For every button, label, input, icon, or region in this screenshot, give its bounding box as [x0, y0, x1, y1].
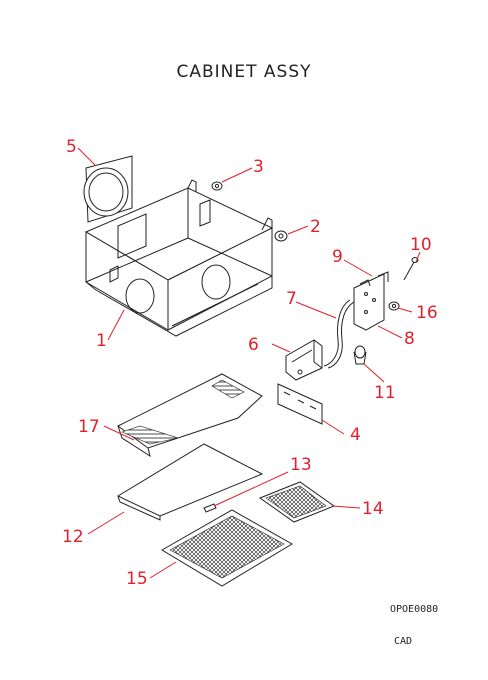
callout-17: 17	[78, 417, 100, 437]
callout-1: 1	[96, 331, 107, 351]
callout-3: 3	[253, 157, 264, 177]
diagram-title: CABINET ASSY	[176, 62, 312, 82]
callout-2: 2	[310, 217, 321, 237]
part-nut-3	[211, 181, 223, 191]
callout-12: 12	[62, 527, 84, 547]
callout-5: 5	[66, 137, 77, 157]
callout-9: 9	[332, 247, 343, 267]
callout-labels: 1 2 3 4 5 6 7 8 9 10 11 12 13 14 15 16 1…	[62, 137, 438, 589]
callout-8: 8	[404, 329, 415, 349]
part-mounting-plate	[353, 271, 389, 331]
callout-14: 14	[362, 499, 384, 519]
callout-leaders	[77, 147, 421, 579]
callout-6: 6	[248, 335, 259, 355]
part-large-grille	[161, 509, 293, 587]
part-cabinet-housing	[84, 179, 274, 337]
part-small-grille	[258, 481, 336, 523]
part-cover-panel	[117, 373, 263, 458]
part-nut-2	[274, 230, 288, 242]
part-clip	[203, 503, 217, 513]
part-motor-bracket	[285, 339, 323, 381]
callout-16: 16	[416, 303, 438, 323]
callout-11: 11	[374, 383, 396, 403]
callout-4: 4	[350, 425, 361, 445]
part-wire-harness	[323, 299, 355, 369]
part-filter-plate	[116, 443, 264, 521]
part-support-strip	[277, 383, 323, 425]
callout-10: 10	[410, 235, 432, 255]
callout-7: 7	[286, 289, 297, 309]
callout-13: 13	[290, 455, 312, 475]
part-duct-collar	[83, 155, 133, 223]
drawing-code: OPOE0080	[390, 604, 439, 615]
part-nut-16	[388, 301, 400, 311]
callout-15: 15	[126, 569, 148, 589]
part-receptacle	[353, 345, 367, 365]
footer-label: CAD	[394, 636, 413, 647]
part-screw-10	[403, 257, 419, 281]
